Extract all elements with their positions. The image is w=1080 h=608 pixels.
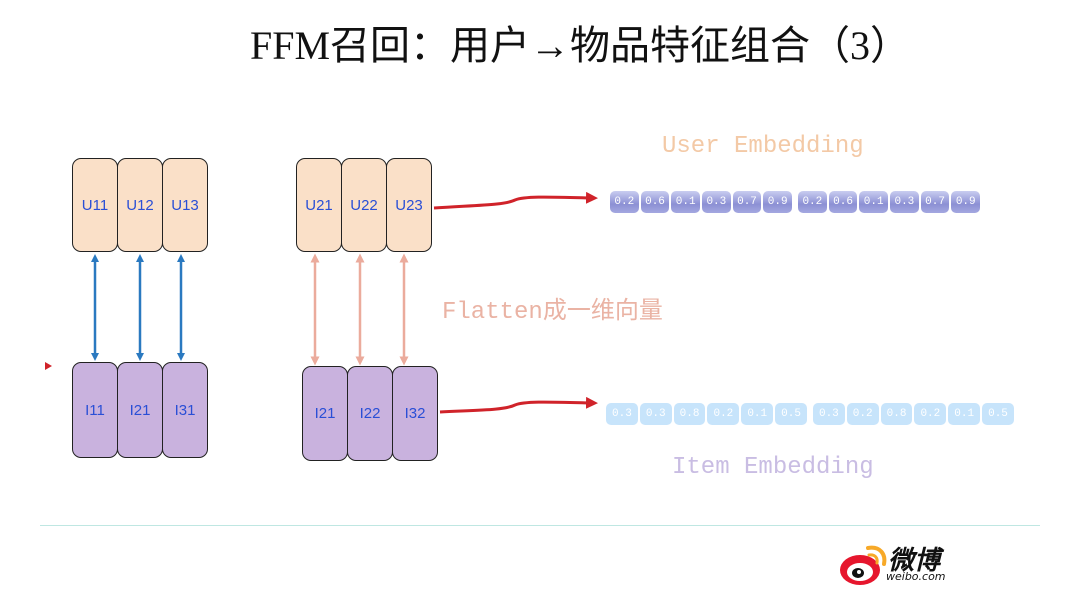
- user-embedding-value-9: 0.1: [859, 191, 889, 213]
- red-arrow-user: [433, 191, 598, 210]
- item-embedding-value-3: 0.8: [673, 403, 706, 425]
- user-embedding-label: User Embedding: [662, 133, 864, 160]
- item-embedding-value-5: 0.1: [741, 403, 774, 425]
- red-arrow-item: [439, 396, 598, 414]
- slide-title: FFM召回：用户→物品特征组合（3）: [250, 23, 911, 68]
- slide-marker-icon: [45, 362, 52, 370]
- footer-divider: [40, 525, 1040, 526]
- user-embedding-value-5: 0.7: [732, 191, 762, 213]
- item-embedding-value-9: 0.8: [880, 403, 913, 425]
- item-embedding-value-1: 0.3: [606, 403, 638, 425]
- weibo-logo-url: weibo.com: [886, 570, 946, 583]
- user-cell-u23: U23: [386, 158, 432, 252]
- flatten-label: Flatten成一维向量: [442, 299, 663, 326]
- item-cell-i21-right: I21: [302, 366, 348, 461]
- user-embedding-value-12: 0.9: [951, 191, 981, 213]
- item-embedding-value-7: 0.3: [812, 403, 845, 425]
- user-embedding-value-2: 0.6: [640, 191, 670, 213]
- user-embedding-value-1: 0.2: [610, 191, 639, 213]
- user-embedding-value-10: 0.3: [890, 191, 919, 213]
- item-embedding-value-12: 0.5: [982, 403, 1014, 425]
- item-embedding-label: Item Embedding: [672, 454, 874, 481]
- item-cell-i31: I31: [162, 362, 208, 458]
- user-embedding-value-7: 0.2: [798, 191, 827, 213]
- user-cell-u22: U22: [341, 158, 387, 252]
- user-cell-u13: U13: [162, 158, 208, 252]
- weibo-logo-text: 微博: [888, 546, 941, 576]
- user-embedding-value-3: 0.1: [671, 191, 701, 213]
- item-embedding-value-2: 0.3: [639, 403, 672, 425]
- item-embedding-value-6: 0.5: [775, 403, 807, 425]
- user-embedding-value-8: 0.6: [828, 191, 858, 213]
- user-embedding-value-6: 0.9: [763, 191, 793, 213]
- item-embedding-value-10: 0.2: [914, 403, 947, 425]
- user-cell-u11: U11: [72, 158, 118, 252]
- user-embedding-value-4: 0.3: [702, 191, 731, 213]
- user-embedding-value-11: 0.7: [920, 191, 950, 213]
- item-embedding-value-11: 0.1: [948, 403, 981, 425]
- weibo-eye-icon: [840, 545, 887, 585]
- user-cell-u21: U21: [296, 158, 342, 252]
- item-cell-i22: I22: [347, 366, 393, 461]
- item-cell-i32: I32: [392, 366, 438, 461]
- item-embedding-value-8: 0.2: [846, 403, 879, 425]
- item-embedding-value-4: 0.2: [707, 403, 740, 425]
